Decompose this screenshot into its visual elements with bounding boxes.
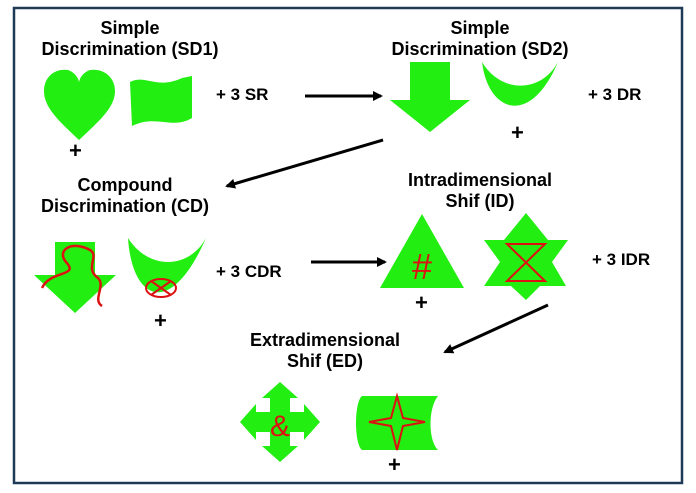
sd2-title-line2: Discrimination (SD2) (391, 39, 569, 59)
crossed-circle-glyph (145, 278, 177, 298)
four-point-star-glyph (368, 392, 426, 451)
id-reward-label: + 3 IDR (592, 250, 651, 269)
sd1-title: Simple Discrimination (SD1) (40, 18, 220, 60)
ed-plus-marker: + (388, 452, 401, 477)
sd1-title-line2: Discrimination (SD1) (41, 39, 219, 59)
scroll-shape (356, 396, 438, 450)
sd2-plus-marker: + (511, 120, 524, 145)
ed-title-line1: Extradimensional (249, 330, 401, 350)
arrow-id-to-ed (443, 303, 549, 354)
sd2-title-line1: Simple (450, 18, 510, 38)
cd-title: Compound Discrimination (CD) (25, 175, 225, 217)
hash-glyph: # (412, 246, 432, 287)
star-of-david-shape (484, 213, 568, 300)
squiggle-line (40, 244, 103, 308)
cd-reward-label: + 3 CDR (216, 262, 282, 281)
sd1-plus-marker: + (69, 138, 82, 163)
arrow-sd2-to-cd (225, 138, 384, 189)
ed-title: Extradimensional Shif (ED) (235, 330, 415, 372)
four-way-arrow-shape (240, 382, 320, 462)
cd-plus-marker: + (154, 308, 167, 333)
cd-title-line2: Discrimination (CD) (40, 196, 209, 216)
crescent-bowl-shape (482, 62, 558, 106)
cross-line-b (150, 280, 172, 296)
diagram-border (12, 6, 684, 485)
id-title-line2: Shif (ID) (445, 191, 515, 211)
hourglass-glyph (504, 243, 548, 282)
down-arrow-squiggle-shape (34, 242, 116, 313)
down-arrow-shape (390, 62, 470, 132)
ed-title-line2: Shif (ED) (287, 351, 363, 371)
sd1-reward-label: + 3 SR (216, 85, 269, 104)
cd-title-line1: Compound (77, 175, 173, 195)
triangle-shape (380, 214, 464, 288)
id-plus-marker: + (415, 290, 428, 315)
sd2-title: Simple Discrimination (SD2) (380, 18, 580, 60)
sd2-reward-label: + 3 DR (588, 85, 642, 104)
heart-shape (44, 69, 115, 140)
ampersand-glyph: & (270, 410, 290, 443)
sd1-title-line1: Simple (100, 18, 160, 38)
crescent-bowl-circle-shape (128, 238, 206, 293)
wavy-flag-shape (130, 76, 192, 126)
id-title-line1: Intradimensional (407, 170, 553, 190)
id-title: Intradimensional Shif (ID) (390, 170, 570, 212)
